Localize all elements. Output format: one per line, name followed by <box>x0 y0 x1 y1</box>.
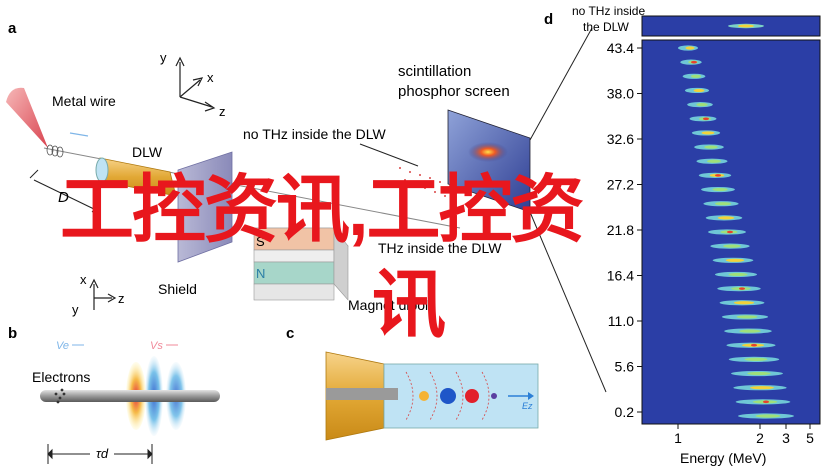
x-tick-label: 5 <box>806 430 814 446</box>
spectrum-peak <box>690 74 702 78</box>
metal-wire-rod <box>40 390 220 402</box>
magnet-dipole <box>253 227 349 301</box>
no-thz-label: no THz inside the DLW <box>243 126 386 142</box>
axis-label-z-bottom: z <box>118 291 125 306</box>
d-dimension-marker <box>29 169 101 213</box>
spectrum-hot-core <box>715 174 721 177</box>
no-thz-pointer <box>359 143 419 167</box>
x-tick-label: 3 <box>782 430 790 446</box>
scintillation-label-line2: phosphor screen <box>398 83 510 100</box>
spectrum-hot-core <box>727 230 733 234</box>
x-tick-label: 2 <box>756 430 764 446</box>
magnet-dipole-label: Magnet dipole <box>348 297 436 313</box>
ez-label: Ez <box>522 401 533 411</box>
panel-d-label: d <box>544 11 553 28</box>
panel-a-label: a <box>8 20 17 37</box>
shield-plate <box>177 151 233 263</box>
dlw-tube-end <box>95 157 109 183</box>
spectrum-hot-core <box>751 343 757 347</box>
thz-label: THz inside the DLW <box>378 240 502 256</box>
connector-bottom <box>529 211 607 393</box>
spectrum-hot-core <box>703 117 709 121</box>
spectrum-peak <box>755 414 781 418</box>
y-axis-ticks: 43.4 38.0 32.6 27.2 21.8 16.4 11.0 5.6 0.2 <box>607 40 642 420</box>
spectrum-peak <box>739 329 761 333</box>
spectrum-peak <box>733 301 755 305</box>
spectrum-peak <box>707 159 721 163</box>
spectrum-hot-core <box>691 60 697 64</box>
spectrum-peak <box>696 103 708 107</box>
small-beam-arrow <box>69 132 89 137</box>
spectrum-peak <box>750 386 774 390</box>
spectrum-hot-core <box>739 287 745 290</box>
electron-trajectories <box>399 167 451 197</box>
spectrum-peak <box>712 187 728 192</box>
connector-top <box>529 27 593 141</box>
watermark-line1: 工控资讯,工控资 <box>60 168 584 251</box>
spectrum-peak <box>715 202 731 206</box>
y-tick-label: 16.4 <box>607 268 634 284</box>
axis-label-y-bottom: y <box>72 302 79 317</box>
spectrum-peak <box>701 131 715 135</box>
axis-triad-top <box>175 56 216 112</box>
panel-b-label: b <box>8 325 17 342</box>
spectrum-peak <box>685 46 695 50</box>
panel-c-label: c <box>286 325 294 342</box>
spectrum-peak <box>725 258 745 262</box>
spectrum-peak <box>723 244 741 248</box>
axis-label-x-bottom: x <box>80 272 87 287</box>
spectrum-traces <box>678 45 794 419</box>
screen-hot-spot <box>468 142 508 162</box>
spectrum-peak <box>728 272 748 277</box>
tau-dimension <box>47 444 153 464</box>
spectrum-peak <box>744 357 768 361</box>
axis-triad-bottom <box>89 278 117 310</box>
field-lines <box>405 371 490 421</box>
ez-arrow-head <box>528 392 534 400</box>
y-tick-label: 5.6 <box>615 359 635 375</box>
spectrum-peak <box>717 216 735 220</box>
watermark-line2: 讯 <box>372 263 446 346</box>
y-tick-label: 21.8 <box>607 222 634 238</box>
shield-label: Shield <box>158 281 197 297</box>
y-tick-label: 0.2 <box>615 404 635 420</box>
metal-wire-label: Metal wire <box>52 93 116 109</box>
y-tick-label: 32.6 <box>607 131 634 147</box>
magnet-s-label: S <box>256 234 265 249</box>
electrons-label: Electrons <box>32 369 90 385</box>
tau-label: τd <box>96 446 109 461</box>
spectrum-peak <box>747 371 771 376</box>
y-tick-label: 38.0 <box>607 86 634 102</box>
axis-label-z-top: z <box>219 104 226 119</box>
axis-label-y-top: y <box>160 50 167 65</box>
x-axis-title: Energy (MeV) <box>680 450 766 466</box>
no-thz-inset-line1: no THz inside <box>572 4 645 18</box>
y-tick-label: 43.4 <box>607 40 634 56</box>
y-tick-label: 27.2 <box>607 177 634 193</box>
vs-label: Vs <box>150 340 163 352</box>
laser-cone <box>6 87 48 148</box>
dlw-label: DLW <box>132 144 163 160</box>
spectrum-peak <box>704 145 718 149</box>
d-label: D <box>58 189 69 206</box>
x-tick-label: 1 <box>674 430 682 446</box>
charge-blobs <box>419 388 497 404</box>
y-tick-label: 11.0 <box>608 313 634 329</box>
no-thz-inset-line2: the DLW <box>583 20 629 34</box>
wire-in-channel <box>326 388 398 400</box>
spectrum-hot-core <box>763 400 769 404</box>
ve-label: Ve <box>56 340 69 352</box>
spectrum-peak <box>736 315 758 319</box>
metal-wire-coil <box>46 144 64 158</box>
axis-label-x-top: x <box>207 70 214 85</box>
scintillation-label-line1: scintillation <box>398 63 471 80</box>
reference-strip-peak <box>738 24 754 28</box>
electron-bunch <box>54 388 66 404</box>
magnet-n-label: N <box>256 266 265 281</box>
spectrum-peak <box>693 88 705 93</box>
